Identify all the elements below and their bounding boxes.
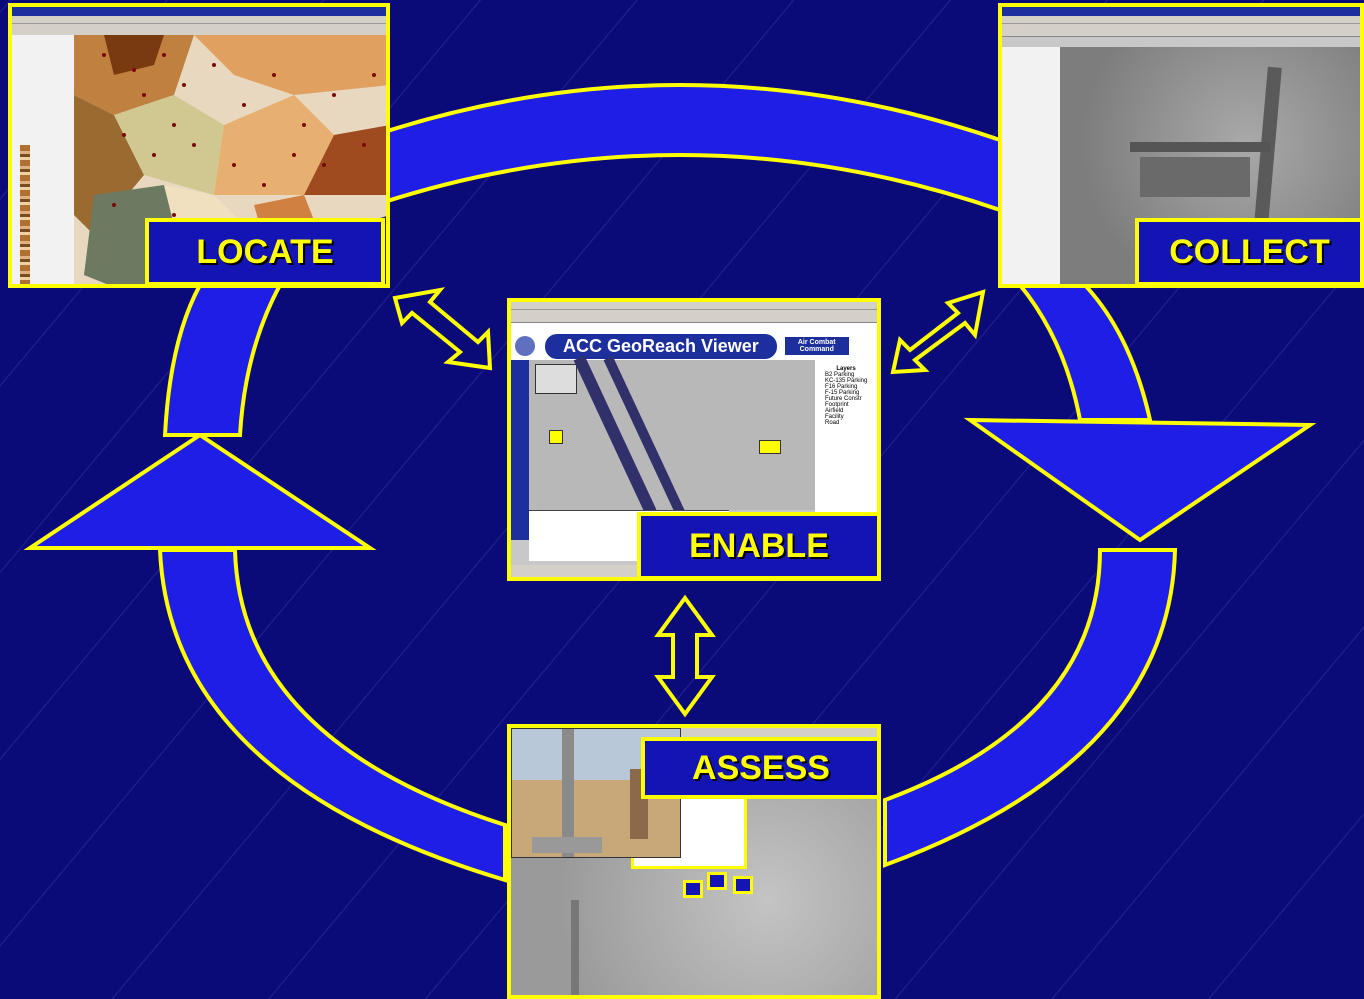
layer-item[interactable]: Road — [825, 420, 840, 426]
assess-label: ASSESS — [641, 737, 881, 799]
arc-left-upper — [162, 283, 284, 437]
layer-item[interactable]: KC-135 Parking — [825, 378, 868, 384]
layer-item[interactable]: Footprint — [825, 402, 849, 408]
overview-inset — [535, 364, 577, 394]
facility-marker — [549, 430, 563, 444]
layer-sidebar — [1002, 47, 1061, 284]
acc-logo-icon — [515, 336, 535, 356]
locate-label: LOCATE — [145, 218, 385, 286]
connector-enable-assess — [654, 594, 716, 718]
arrowhead-right — [963, 417, 1317, 543]
layer-item[interactable]: Future Constr — [825, 396, 862, 402]
layer-list: Layers B2 Parking KC-135 Parking F16 Par… — [815, 360, 877, 520]
layer-item[interactable]: F-15 Parking — [825, 390, 860, 396]
window-titlebar — [1002, 7, 1360, 16]
arc-left-lower — [157, 548, 507, 883]
layer-item[interactable]: F16 Parking — [825, 384, 858, 390]
window-menubar — [1002, 16, 1360, 24]
arc-right-lower — [883, 548, 1178, 868]
window-menubar — [12, 16, 386, 24]
connector-collect-enable — [890, 289, 986, 375]
collect-label: COLLECT — [1135, 218, 1364, 286]
viewer-header: ACC GeoReach Viewer Air Combat Command — [511, 332, 877, 360]
connector-locate-enable — [392, 287, 493, 371]
site-marker — [707, 872, 727, 890]
locate-text: LOCATE — [196, 232, 334, 271]
facility-marker — [759, 440, 781, 454]
arrowhead-left — [23, 432, 377, 550]
viewer-title-banner: ACC GeoReach Viewer — [545, 333, 777, 359]
layers-heading: Layers — [836, 366, 856, 372]
site-marker — [683, 880, 703, 898]
enable-text: ENABLE — [689, 526, 829, 565]
collect-text: COLLECT — [1169, 232, 1330, 271]
layer-item[interactable]: Airfield — [825, 408, 844, 414]
layer-item[interactable]: B2 Parking — [825, 372, 855, 378]
window-toolbar — [1002, 24, 1360, 37]
enable-label: ENABLE — [637, 512, 881, 580]
assess-text: ASSESS — [692, 748, 830, 787]
window-titlebar — [12, 7, 386, 16]
browser-menubar — [511, 302, 877, 310]
arc-top — [358, 83, 1002, 213]
legend-sidebar — [12, 35, 75, 284]
arc-right-upper — [1016, 277, 1153, 422]
site-marker — [733, 876, 753, 894]
enable-screenshot: ACC GeoReach Viewer Air Combat Command L… — [507, 298, 881, 581]
viewer-org: Air Combat Command — [784, 337, 849, 355]
viewer-title: ACC GeoReach Viewer — [563, 335, 759, 356]
layer-item[interactable]: Facility — [825, 414, 844, 420]
airfield-map — [529, 355, 815, 515]
tool-sidebar — [511, 360, 530, 540]
browser-toolbar — [511, 310, 877, 323]
